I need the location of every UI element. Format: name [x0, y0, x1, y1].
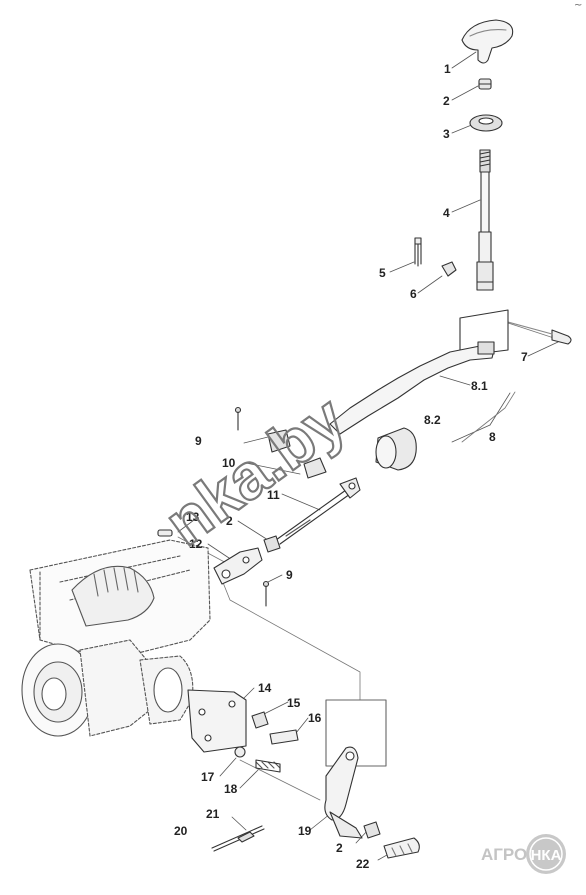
part-label: 7 [521, 350, 528, 364]
bolt-upper [234, 406, 242, 431]
shift-knob [461, 19, 514, 64]
logo-prefix: АГРО [481, 845, 527, 864]
guide-rod [211, 825, 265, 852]
part-label: 18 [224, 782, 238, 796]
corner-mark: ~ [574, 0, 582, 11]
part-label: 6 [410, 287, 417, 301]
part-label: 22 [356, 857, 370, 871]
part-label: 21 [206, 807, 220, 821]
clevis-pin [157, 529, 173, 537]
gearbox-housing [21, 539, 211, 737]
brand-logo: АГРО НКА [481, 834, 566, 874]
detent-spring [255, 759, 281, 773]
logo-badge: НКА [531, 847, 562, 864]
plate-nut [251, 711, 269, 729]
shift-lever-rod [476, 149, 494, 291]
part-label: 14 [258, 681, 272, 695]
plate-bolt [269, 729, 299, 745]
part-label: 8.2 [424, 413, 441, 427]
site-watermark: nka.by [152, 382, 359, 560]
clevis-fork [213, 547, 263, 585]
part-label: 12 [189, 537, 203, 551]
clamp-nut [441, 261, 457, 277]
part-label: 17 [201, 770, 215, 784]
lock-nut-top [478, 78, 492, 90]
pivot-pin [507, 321, 572, 345]
part-label: 20 [174, 824, 188, 838]
adjusting-rod [275, 477, 361, 545]
part-label: 15 [287, 696, 301, 710]
clamp-bolt [414, 237, 422, 267]
part-label: 11 [267, 488, 280, 502]
part-label: 8.1 [471, 379, 488, 393]
part-label: 2 [226, 514, 233, 528]
bolt-lower [262, 580, 270, 607]
mounting-plate [187, 689, 247, 753]
part-label: 8 [489, 430, 496, 444]
part-label: 3 [443, 127, 450, 141]
link-block [267, 429, 327, 479]
part-label: 2 [336, 841, 343, 855]
dust-washer [469, 114, 503, 132]
lever-bushing [375, 427, 417, 471]
part-label: 5 [379, 266, 386, 280]
part-label: 16 [308, 711, 322, 725]
lever-bolt [383, 837, 420, 859]
lock-nut-lower [363, 821, 381, 839]
detent-ball [234, 746, 246, 758]
part-label: 9 [286, 568, 293, 582]
part-label: 1 [444, 62, 451, 76]
lock-nut-middle [263, 535, 281, 553]
part-labels: 1 2 3 4 5 6 7 8.1 8.2 8 9 10 11 2 13 12 … [174, 62, 528, 871]
part-label: 2 [443, 94, 450, 108]
part-label: 4 [443, 206, 450, 220]
part-label: 9 [195, 434, 202, 448]
leader-lines [177, 51, 559, 861]
selector-lever [324, 699, 387, 839]
part-label: 10 [222, 456, 236, 470]
lever-bracket [329, 309, 509, 435]
part-label: 13 [186, 510, 200, 524]
part-label: 19 [298, 824, 312, 838]
